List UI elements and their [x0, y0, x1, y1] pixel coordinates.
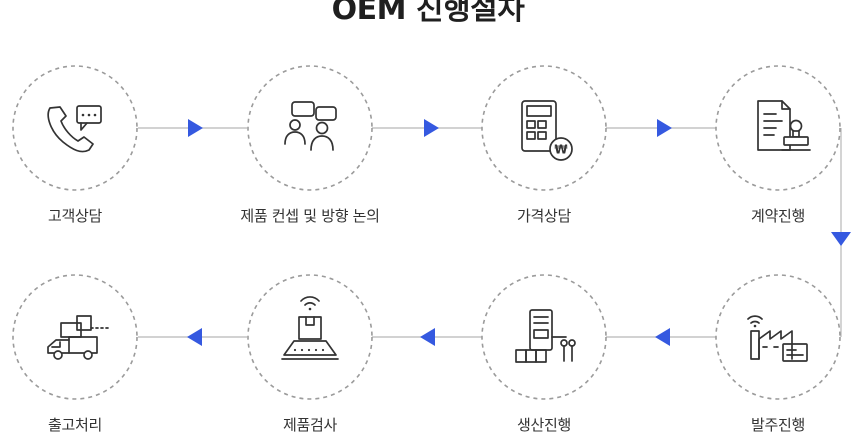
step-circle-5 — [715, 274, 841, 400]
arrow-left-icon — [187, 328, 202, 346]
step-circle-4 — [715, 65, 841, 191]
arrow-left-icon — [655, 328, 670, 346]
step-label-7: 제품검사 — [282, 416, 337, 434]
arrow-right-icon — [424, 119, 439, 137]
arrow-right-icon — [188, 119, 203, 137]
step-label-8: 출고처리 — [47, 416, 102, 434]
step-circle-6 — [481, 274, 607, 400]
step-label-4: 계약진행 — [750, 207, 805, 225]
step-circle-2 — [247, 65, 373, 191]
factory-order-icon — [747, 315, 808, 362]
step-label-5: 발주진행 — [750, 416, 805, 434]
step-label-2: 제품 컨셉 및 방향 논의 — [240, 207, 380, 225]
production-machine-icon — [515, 309, 576, 363]
step-label-3: 가격상담 — [516, 207, 571, 225]
step-circle-1 — [12, 65, 138, 191]
phone-chat-icon — [47, 105, 102, 153]
step-circle-7 — [247, 274, 373, 400]
arrow-down-icon — [831, 232, 851, 246]
contract-stamp-icon — [757, 100, 811, 151]
calculator-icon: ₩ — [521, 100, 573, 161]
conveyor-inspection-icon — [281, 296, 339, 360]
step-label-6: 생산진행 — [516, 416, 571, 434]
page-title: OEM 진행절차 — [331, 0, 525, 27]
delivery-truck-icon — [47, 315, 109, 360]
arrow-right-icon — [657, 119, 672, 137]
discussion-icon — [284, 101, 337, 151]
step-label-1: 고객상담 — [47, 207, 102, 225]
arrow-left-icon — [420, 328, 435, 346]
svg-text:₩: ₩ — [554, 143, 568, 157]
